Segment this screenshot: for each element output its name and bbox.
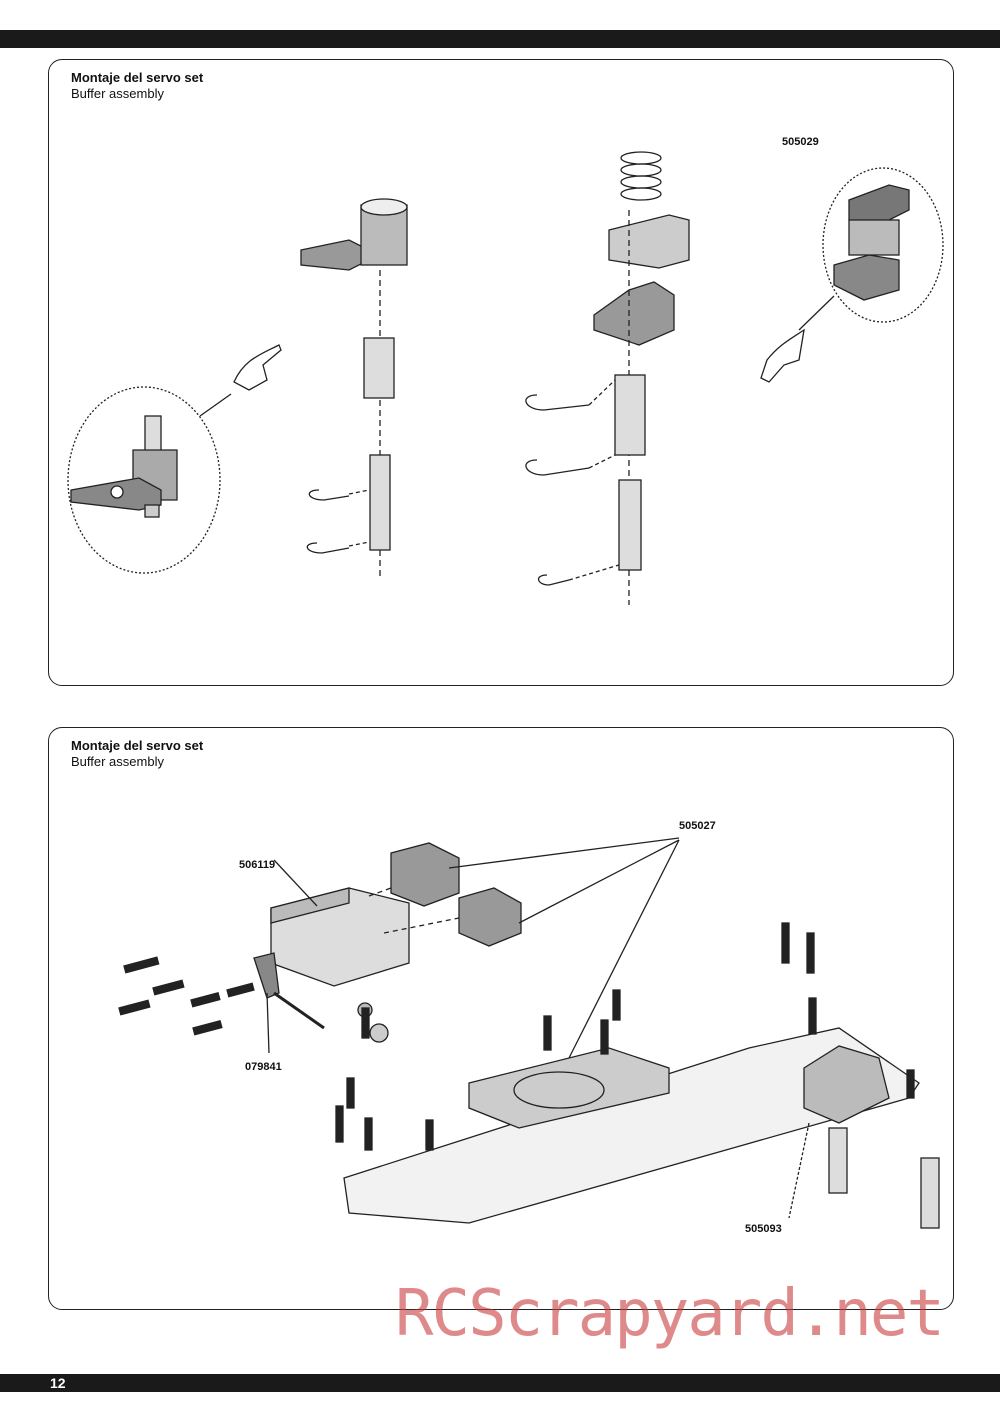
panel-title: Montaje del servo set Buffer assembly <box>71 738 203 770</box>
screw <box>226 982 255 998</box>
servo-saver-arm-1 <box>300 239 370 271</box>
part-number-505029: 505029 <box>782 136 819 148</box>
screw <box>346 1077 355 1109</box>
screw <box>808 997 817 1035</box>
screw <box>425 1119 434 1151</box>
hand-pointer-right-icon <box>760 328 805 383</box>
servo-mount-2 <box>458 887 522 947</box>
buffer-assembly-panel-2: Montaje del servo set Buffer assembly <box>48 727 954 1310</box>
e-clip-3 <box>525 394 590 411</box>
servo-saver-bottom <box>593 281 675 346</box>
callout-line <box>788 1122 810 1219</box>
buffer-assembly-panel-1: Montaje del servo set Buffer assembly <box>48 59 954 686</box>
spring <box>620 151 662 165</box>
shaft-1 <box>369 454 391 551</box>
bushing-1 <box>363 337 395 399</box>
screw <box>364 1117 373 1151</box>
callout-line <box>448 837 680 869</box>
exploded-view-buffer-diagram: 505029 <box>67 136 944 605</box>
panel-title-english: Buffer assembly <box>71 86 164 101</box>
front-bulkhead <box>803 1045 890 1124</box>
pointer-line <box>798 295 835 331</box>
pointer-line <box>199 393 232 417</box>
kingpin-2 <box>920 1157 940 1229</box>
panel-title-spanish: Montaje del servo set <box>71 738 204 753</box>
top-header-bar <box>0 30 1000 48</box>
hand-pointer-left-icon <box>233 344 282 391</box>
panel-title: Montaje del servo set Buffer assembly <box>71 70 203 102</box>
screw <box>600 1019 609 1055</box>
screw <box>612 989 621 1021</box>
part-number-506119: 506119 <box>239 859 275 871</box>
callout-line <box>568 839 680 1059</box>
exploded-view-chassis-diagram: 505027 506119 079841 505093 <box>118 820 940 1235</box>
screw <box>190 991 221 1008</box>
servo-mount-1 <box>390 842 460 907</box>
servo-horn <box>253 952 280 999</box>
screw <box>543 1015 552 1051</box>
bushing-2 <box>614 374 646 456</box>
panel-title-english: Buffer assembly <box>71 754 164 769</box>
e-clip-4 <box>525 459 590 476</box>
screw <box>192 1019 223 1036</box>
screw <box>906 1069 915 1099</box>
shaft-2 <box>618 479 642 571</box>
screw <box>335 1105 344 1143</box>
part-number-079841: 079841 <box>245 1061 282 1073</box>
screw <box>123 956 160 974</box>
bottom-footer-bar <box>0 1374 1000 1392</box>
screw <box>152 979 185 996</box>
kingpin-1 <box>828 1127 848 1194</box>
detail-zoom-circle-right <box>822 167 944 323</box>
e-clip-2 <box>306 542 350 554</box>
battery-tray <box>468 1047 670 1129</box>
ball-link <box>369 1023 389 1043</box>
panel-title-spanish: Montaje del servo set <box>71 70 204 85</box>
screw <box>781 922 790 964</box>
screw <box>118 999 151 1016</box>
e-clip-5 <box>537 574 570 586</box>
e-clip-1 <box>308 489 350 501</box>
screw <box>361 1007 370 1039</box>
screw <box>806 932 815 974</box>
servo-saver-top <box>608 214 690 269</box>
watermark-text: RCScrapyard.net <box>395 1277 945 1351</box>
detail-zoom-circle-left <box>67 386 221 574</box>
part-number-505027: 505027 <box>679 820 716 832</box>
page-number: 12 <box>44 1376 72 1390</box>
part-number-505093: 505093 <box>745 1223 782 1235</box>
callout-line <box>273 859 318 907</box>
callout-line <box>266 992 270 1054</box>
callout-line <box>518 839 680 924</box>
